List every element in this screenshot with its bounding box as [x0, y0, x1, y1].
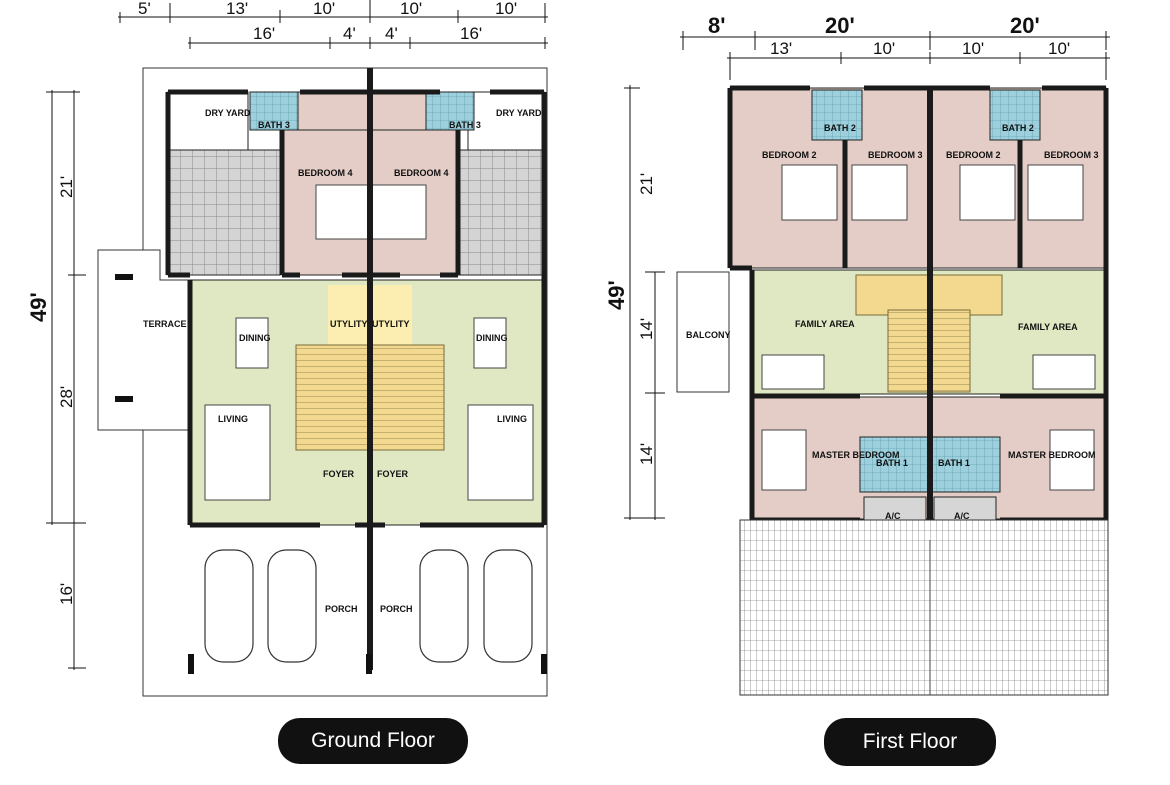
dim-10-first-b: 10': [962, 39, 984, 58]
label-foyer-left: FOYER: [323, 469, 355, 479]
dim-13: 13': [226, 0, 248, 18]
label-foyer-right: FOYER: [377, 469, 409, 479]
label-dry-yard-left: DRY YARD: [205, 108, 251, 118]
dim-14-a: 14': [637, 318, 656, 340]
label-bath3-left: BATH 3: [258, 120, 290, 130]
label-ac-right: A/C: [954, 511, 970, 521]
balcony: [676, 271, 730, 393]
label-bedroom2-left: BEDROOM 2: [762, 150, 817, 160]
label-master-right: MASTER BEDROOM: [1008, 450, 1096, 460]
label-bedroom2-right: BEDROOM 2: [946, 150, 1001, 160]
dim-10-first-a: 10': [873, 39, 895, 58]
label-bath1-left: BATH 1: [876, 458, 908, 468]
dim-10-a: 10': [313, 0, 335, 18]
label-dining-right: DINING: [476, 333, 508, 343]
label-living-right: LIVING: [497, 414, 527, 424]
dim-20-b: 20': [1010, 13, 1040, 38]
dim-4-b: 4': [385, 24, 398, 43]
ground-floor-title: Ground Floor: [278, 718, 468, 764]
label-bath3-right: BATH 3: [449, 120, 481, 130]
dry-yard-left: [167, 91, 249, 151]
label-utility-left: UTYLITY: [330, 319, 368, 329]
bath1-left: [859, 436, 929, 493]
label-bedroom3-right: BEDROOM 3: [1044, 150, 1099, 160]
bath3-left: [249, 91, 299, 131]
ground-floor-plan: 5' 13' 10' 10' 10' 16' 4' 4' 16' 21' 49: [26, 0, 548, 697]
first-side-dimensions: 21' 49' 14' 14': [604, 85, 665, 520]
label-dry-yard-right: DRY YARD: [496, 108, 542, 118]
label-dining-left: DINING: [239, 333, 271, 343]
dim-49: 49': [26, 292, 51, 322]
label-balcony: BALCONY: [686, 330, 731, 340]
label-family-right: FAMILY AREA: [1018, 322, 1078, 332]
dim-5: 5': [138, 0, 151, 18]
label-utility-right: UTYLITY: [372, 319, 410, 329]
label-bedroom4-left: BEDROOM 4: [298, 168, 353, 178]
first-floor-plan: 8' 20' 20' 13' 10' 10' 10' 21' 49' 14' 1…: [604, 13, 1110, 696]
dim-10-b: 10': [400, 0, 422, 18]
dim-4-a: 4': [343, 24, 356, 43]
cars-porch: [204, 549, 533, 663]
dim-10-first-c: 10': [1048, 39, 1070, 58]
dim-21: 21': [57, 176, 76, 198]
dim-13-first: 13': [770, 39, 792, 58]
porch-roof: [739, 519, 1109, 696]
label-ac-left: A/C: [885, 511, 901, 521]
dim-16-a: 16': [253, 24, 275, 43]
label-terrace: TERRACE: [143, 319, 187, 329]
label-family-left: FAMILY AREA: [795, 319, 855, 329]
label-bedroom3-left: BEDROOM 3: [868, 150, 923, 160]
dim-21-first: 21': [637, 173, 656, 195]
label-bedroom4-right: BEDROOM 4: [394, 168, 449, 178]
label-porch-right: PORCH: [380, 604, 413, 614]
kitchen-right: [457, 149, 545, 276]
dim-20-a: 20': [825, 13, 855, 38]
first-floor-title: First Floor: [824, 718, 996, 766]
bath2-right: [989, 89, 1041, 141]
label-bath2-right: BATH 2: [1002, 123, 1034, 133]
dim-16-b: 16': [460, 24, 482, 43]
label-bath1-right: BATH 1: [938, 458, 970, 468]
first-top-dimensions: 8' 20' 20' 13' 10' 10' 10': [680, 13, 1110, 80]
dim-8: 8': [708, 13, 725, 38]
ground-top-dimensions: 5' 13' 10' 10' 10' 16' 4' 4' 16': [118, 0, 548, 49]
dim-14-b: 14': [637, 443, 656, 465]
label-bath2-left: BATH 2: [824, 123, 856, 133]
kitchen-left: [167, 149, 281, 276]
dim-49-first: 49': [604, 280, 629, 310]
dim-28: 28': [57, 386, 76, 408]
bath1-right: [931, 436, 1001, 493]
label-master-left: MASTER BEDROOM: [812, 450, 900, 460]
label-living-left: LIVING: [218, 414, 248, 424]
dim-16-side: 16': [57, 583, 76, 605]
label-porch-left: PORCH: [325, 604, 358, 614]
bath2-left: [811, 89, 863, 141]
ground-side-dimensions: 21' 49' 28' 16': [26, 90, 86, 670]
dim-10-c: 10': [495, 0, 517, 18]
